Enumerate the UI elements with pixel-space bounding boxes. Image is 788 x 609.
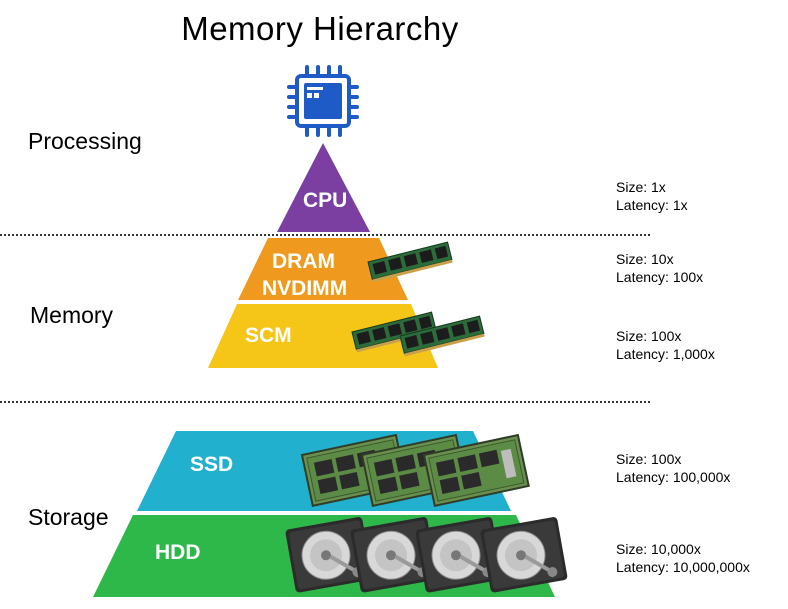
hdd-icon — [478, 514, 570, 596]
stats-cpu: Size: 1x Latency: 1x — [616, 178, 688, 214]
tier-shape-scm — [208, 304, 438, 368]
tier-label-cpu: CPU — [303, 189, 348, 212]
stat-size-dram: Size: 10x — [616, 251, 674, 267]
stat-latency-cpu: Latency: 1x — [616, 197, 688, 213]
stat-size-hdd: Size: 10,000x — [616, 541, 701, 557]
stat-latency-dram: Latency: 100x — [616, 269, 704, 285]
stat-latency-scm: Latency: 1,000x — [616, 346, 715, 362]
tier-label-dram: DRAM — [272, 250, 335, 273]
stats-dram: Size: 10x Latency: 100x — [616, 250, 703, 286]
tier-shape-dram — [238, 238, 408, 300]
stats-ssd: Size: 100x Latency: 100,000x — [616, 450, 730, 486]
stat-latency-ssd: Latency: 100,000x — [616, 469, 731, 485]
tier-shape-cpu — [277, 143, 370, 232]
section-label-processing: Processing — [28, 128, 142, 154]
section-label-memory: Memory — [30, 302, 114, 328]
tier-label-hdd: HDD — [155, 541, 201, 564]
divider-processing-memory — [0, 234, 650, 236]
section-label-storage: Storage — [28, 504, 109, 530]
tier-label-ssd: SSD — [190, 453, 234, 476]
stat-size-ssd: Size: 100x — [616, 451, 682, 467]
divider-memory-storage — [0, 401, 650, 403]
stat-size-scm: Size: 100x — [616, 328, 682, 344]
tier-label-scm: SCM — [245, 324, 292, 347]
diagram-title: Memory Hierarchy — [181, 10, 459, 47]
stat-latency-hdd: Latency: 10,000,000x — [616, 559, 750, 575]
stat-size-cpu: Size: 1x — [616, 179, 666, 195]
stats-scm: Size: 100x Latency: 1,000x — [616, 327, 715, 363]
tier-label-nvdimm: NVDIMM — [262, 277, 348, 300]
stats-hdd: Size: 10,000x Latency: 10,000,000x — [616, 540, 750, 576]
cpu-chip-icon — [287, 65, 359, 137]
